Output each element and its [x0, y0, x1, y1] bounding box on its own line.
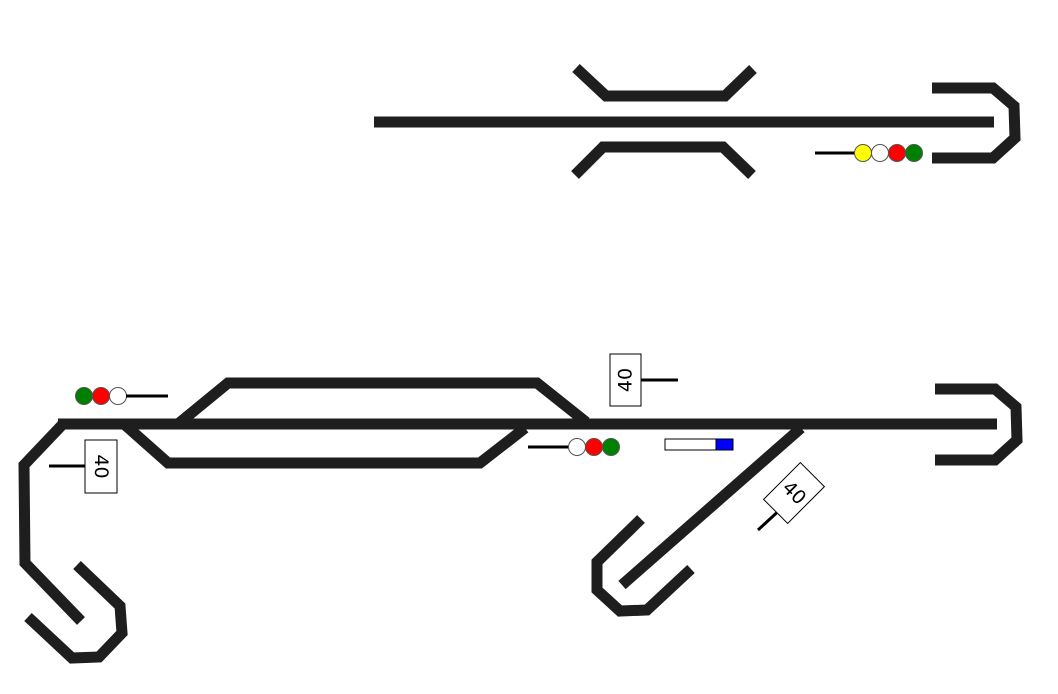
left-signal[interactable]	[75, 387, 169, 405]
speed-sign-left-board	[84, 439, 118, 494]
speed-sign-middle-value: 40	[615, 368, 637, 392]
upper-bottom-siding[interactable]	[571, 141, 756, 179]
left-signal-lamp-green	[75, 387, 93, 405]
lower-left-hook[interactable]	[24, 561, 128, 664]
middle-signal-lamp-white	[568, 438, 586, 456]
lower-diagonal-branch[interactable]	[618, 423, 805, 590]
lower-bottom-passing-loop[interactable]	[120, 419, 529, 469]
upper-top-siding[interactable]	[572, 63, 757, 102]
top-signal[interactable]	[815, 144, 923, 162]
speed-sign-diagonal[interactable]: 40	[756, 461, 826, 532]
middle-signal-lamp-red	[585, 438, 603, 456]
speed-sign-middle-board	[609, 353, 642, 407]
lower-branch-hook[interactable]	[591, 515, 695, 617]
speed-sign-middle[interactable]: 40	[609, 353, 678, 407]
speed-sign-diagonal-board	[762, 461, 826, 525]
speed-sign-left[interactable]: 40	[49, 439, 118, 494]
left-signal-lamp-red	[92, 387, 110, 405]
middle-signal-lamp-green	[602, 438, 620, 456]
lower-right-turnaround-loop[interactable]	[935, 383, 1023, 466]
top-signal-lamp-yellow	[854, 144, 872, 162]
upper-turnaround-loop[interactable]	[932, 82, 1021, 164]
occupancy-indicator-fill	[715, 438, 734, 451]
lower-left-curve[interactable]	[18, 420, 85, 625]
left-signal-lamp-white	[109, 387, 127, 405]
speed-sign-left-value: 40	[90, 454, 112, 478]
lower-layout	[18, 377, 1023, 664]
upper-layout	[374, 63, 1021, 179]
top-signal-lamp-white	[871, 144, 889, 162]
lower-top-passing-loop[interactable]	[174, 377, 590, 429]
occupancy-indicator[interactable]	[664, 438, 734, 451]
top-signal-lamp-red	[888, 144, 906, 162]
top-signal-lamp-green	[905, 144, 923, 162]
middle-signal[interactable]	[528, 438, 620, 456]
